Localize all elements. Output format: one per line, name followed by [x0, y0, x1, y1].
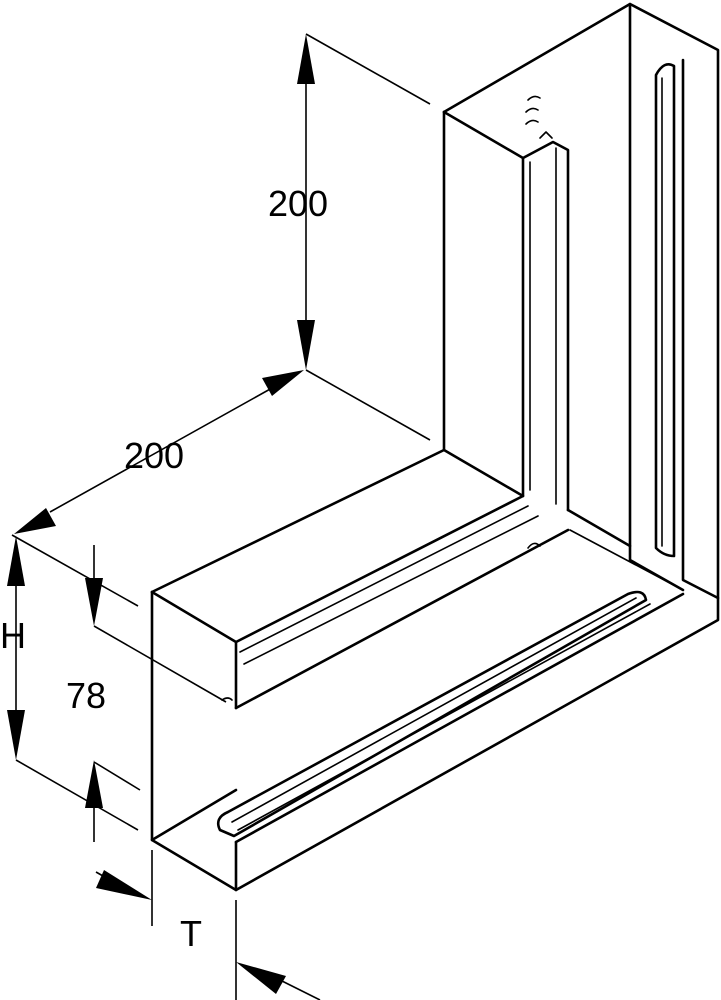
vertical-leg: [442, 2, 720, 600]
height-symbol-label: H: [0, 615, 26, 656]
dimension-height-h: [7, 536, 139, 831]
dimension-depth-t: [95, 850, 321, 1000]
depth-symbol-label: T: [180, 913, 202, 954]
horizontal-length-label: 200: [124, 435, 184, 476]
dimension-horizontal-200: [11, 370, 304, 607]
dimension-height-78: [85, 545, 227, 842]
height-value-label: 78: [66, 675, 106, 716]
dimension-vertical-200: [297, 33, 431, 441]
vertical-length-label: 200: [268, 183, 328, 224]
horizontal-leg: [150, 448, 720, 892]
